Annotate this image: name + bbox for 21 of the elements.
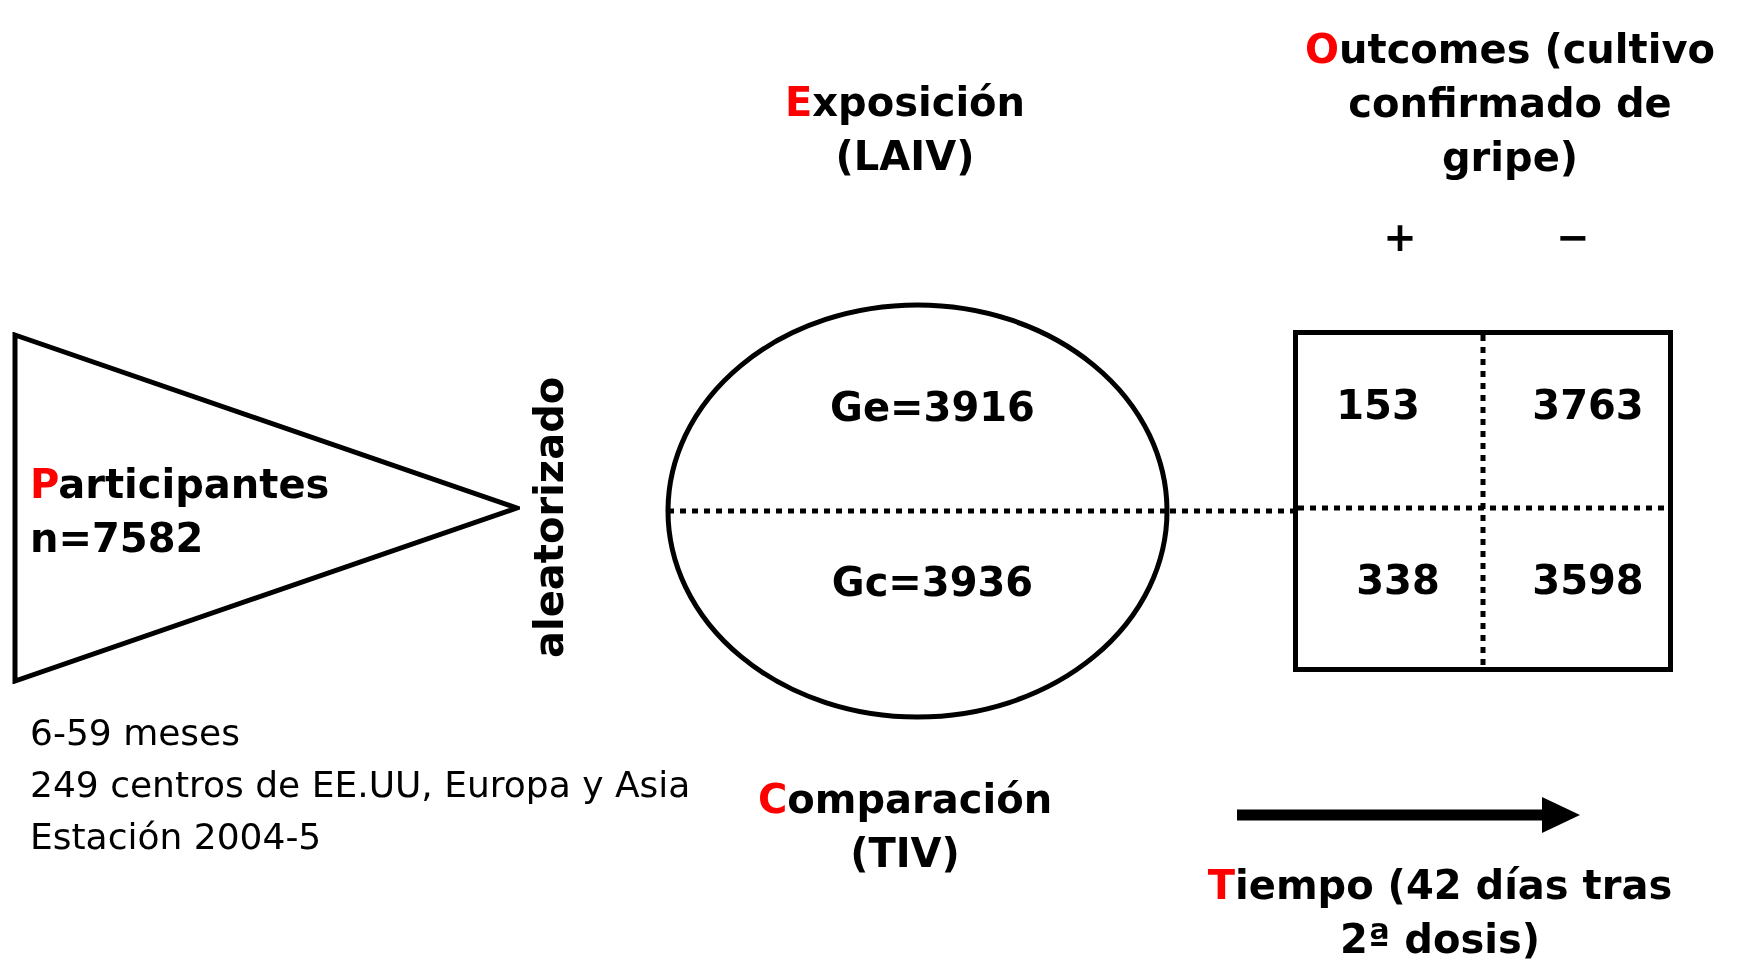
connector-line [1170, 508, 1293, 514]
outcomes-heading: Outcomes (cultivo confirmado de gripe) [1304, 25, 1716, 182]
exposure-heading: Exposición (LAIV) [783, 78, 1027, 181]
plus-sign: + [1382, 213, 1418, 262]
table-cell: 338 [1356, 557, 1440, 603]
comparison-heading: Comparación (TIV) [756, 775, 1054, 878]
table-cell: 3763 [1532, 382, 1644, 428]
group-count: Gc=3936 [831, 559, 1034, 605]
group-ellipse [665, 302, 1170, 720]
minus-sign: − [1555, 213, 1591, 262]
randomized-label: aleatorizado [525, 378, 573, 658]
study-note: Estación 2004-5 [30, 816, 322, 857]
outcome-table [1293, 330, 1673, 672]
triangle-shape [12, 332, 520, 684]
study-note: 249 centros de EE.UU, Europa y Asia [30, 764, 691, 805]
group-count: Ge=3916 [830, 384, 1035, 430]
table-cell: 153 [1336, 382, 1420, 428]
table-cell: 3598 [1532, 557, 1644, 603]
time-label: Tiempo (42 días tras 2ª dosis) [1206, 861, 1674, 964]
study-note: 6-59 meses [30, 712, 241, 753]
participants-label: Participantes n=7582 [30, 460, 330, 563]
